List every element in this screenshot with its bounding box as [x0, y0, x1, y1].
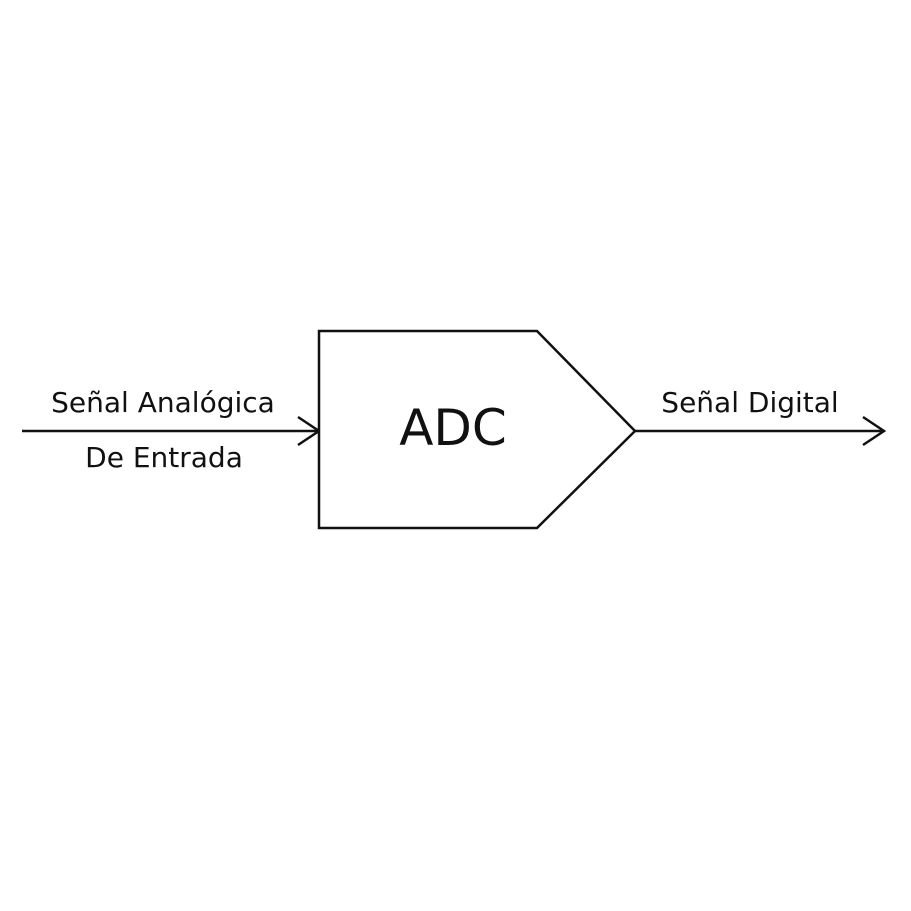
input-label-line2: De Entrada — [85, 441, 243, 474]
input-label-line1: Señal Analógica — [51, 386, 275, 419]
adc-label: ADC — [399, 399, 507, 457]
output-label: Señal Digital — [661, 386, 838, 419]
output-signal-arrow — [635, 415, 887, 447]
output-arrowhead — [862, 415, 887, 447]
adc-block — [317, 329, 637, 530]
